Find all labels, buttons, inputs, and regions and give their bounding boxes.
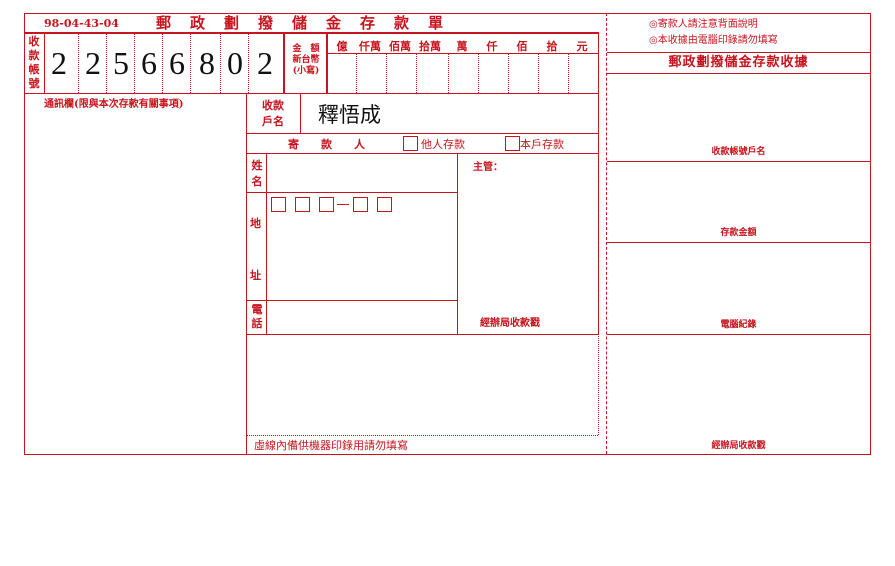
notice-2: ◎本收據由電腦印錄請勿填寫 xyxy=(649,35,778,46)
machine-note: 虛線內備供機器印錄用請勿填寫 xyxy=(254,439,408,452)
self-deposit-checkbox[interactable] xyxy=(505,136,520,151)
amount-unit: 仟萬 xyxy=(359,40,381,53)
receipt-payee-account-name: 收款帳號戶名 xyxy=(711,147,766,157)
form-code: 98-04-43-04 xyxy=(44,17,119,30)
receipt-deposit-amount: 存款金額 xyxy=(720,228,757,238)
other-deposit-checkbox[interactable] xyxy=(403,136,418,151)
account-digit: 8 xyxy=(199,45,215,81)
self-deposit-label: 本戶存款 xyxy=(520,138,564,151)
remitter-label: 寄 款 人 xyxy=(288,138,365,151)
amount-unit: 佰 xyxy=(516,40,528,53)
payee-label: 收款 戶名 xyxy=(262,99,284,128)
address-label-1: 地 xyxy=(250,217,261,230)
postal-code-box[interactable] xyxy=(295,197,310,212)
account-digit: 6 xyxy=(169,45,185,81)
postal-code-box[interactable] xyxy=(271,197,286,212)
receipt-computer-record: 電腦紀錄 xyxy=(720,320,757,330)
name-label: 姓 名 xyxy=(251,159,263,188)
account-digit: 2 xyxy=(85,45,101,81)
supervisor-label: 主管： xyxy=(473,162,503,173)
memo-label: 通訊欄(限與本次存款有關事項) xyxy=(44,99,184,110)
account-digit: 5 xyxy=(113,45,129,81)
account-digit: 2 xyxy=(257,45,273,81)
amount-unit: 億 xyxy=(336,40,348,53)
amount-unit: 佰萬 xyxy=(389,40,411,53)
other-deposit-label: 他人存款 xyxy=(421,138,465,151)
amount-unit: 拾萬 xyxy=(419,40,441,53)
notice-1: ◎寄款人請注意背面說明 xyxy=(649,19,758,30)
amount-unit: 拾 xyxy=(546,40,558,53)
account-digit: 0 xyxy=(227,45,243,81)
account-digit: 6 xyxy=(141,45,157,81)
postal-code-box[interactable] xyxy=(319,197,334,212)
postal-code-box[interactable] xyxy=(353,197,368,212)
amount-unit: 仟 xyxy=(486,40,498,53)
office-stamp-label: 經辦局收款戳 xyxy=(480,318,540,329)
postal-code-box[interactable] xyxy=(377,197,392,212)
receipt-office-stamp: 經辦局收款戳 xyxy=(711,441,766,451)
account-label: 收 款 帳 號 xyxy=(28,35,40,90)
amount-label: 金 額 新台幣 (小寫) xyxy=(292,44,320,76)
amount-unit: 元 xyxy=(576,40,588,53)
receipt-title: 郵政劃撥儲金存款收據 xyxy=(668,55,809,70)
phone-label: 電 話 xyxy=(251,303,263,330)
account-digit: 2 xyxy=(51,45,67,81)
form-title: 郵 政 劃 撥 儲 金 存 款 單 xyxy=(156,14,446,32)
payee-name: 釋悟成 xyxy=(318,103,381,127)
amount-unit: 萬 xyxy=(456,40,468,53)
address-label-2: 址 xyxy=(250,269,261,282)
